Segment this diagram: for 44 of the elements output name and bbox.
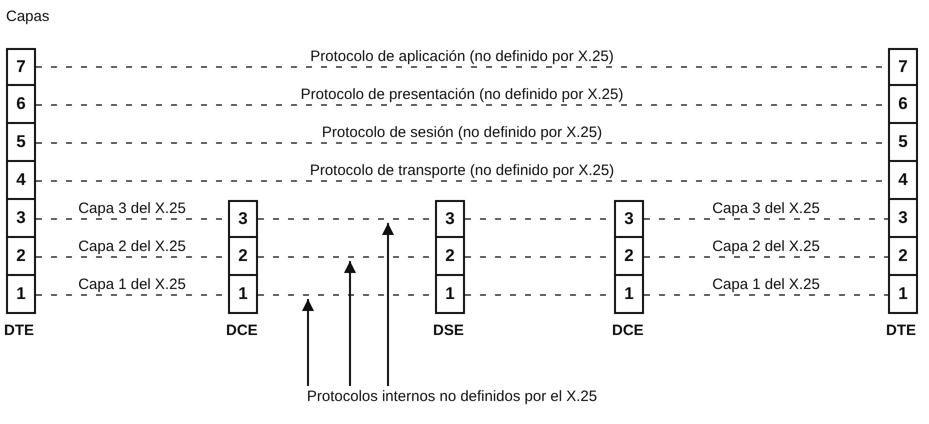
layer-box: 2 <box>6 238 36 276</box>
dashed-line <box>644 218 888 220</box>
layer-box: 3 <box>6 200 36 238</box>
layer-box: 2 <box>614 238 644 276</box>
layer-box: 3 <box>228 200 258 238</box>
edge-label: Protocolo de aplicación (no definido por X.25) <box>308 48 616 65</box>
layer-box: 6 <box>888 86 918 124</box>
annotation-text: Protocolos internos no definidos por el X.25 <box>292 386 612 406</box>
layer-box: 5 <box>888 124 918 162</box>
layer-box: 4 <box>6 162 36 200</box>
device-label: DCE <box>226 322 258 339</box>
layer-box: 1 <box>6 276 36 314</box>
layer-box: 2 <box>888 238 918 276</box>
layer-box: 3 <box>888 200 918 238</box>
device-label: DTE <box>886 322 916 339</box>
layer-box: 6 <box>6 86 36 124</box>
layer-box: 2 <box>435 238 465 276</box>
edge-label: Capa 1 del X.25 <box>76 276 188 293</box>
layer-box: 1 <box>228 276 258 314</box>
edge-label: Capa 3 del X.25 <box>76 200 188 217</box>
arrow <box>302 299 314 386</box>
dashed-line <box>644 294 888 296</box>
layer-box: 1 <box>435 276 465 314</box>
column-heading: Capas <box>6 8 50 25</box>
arrow <box>382 223 394 386</box>
device-label: DCE <box>612 322 644 339</box>
layer-box: 4 <box>888 162 918 200</box>
edge-label: Protocolo de presentación (no definido por X.25) <box>298 86 626 103</box>
edge-label: Capa 1 del X.25 <box>710 276 822 293</box>
layer-box: 1 <box>888 276 918 314</box>
layer-box: 2 <box>228 238 258 276</box>
device-label: DTE <box>4 322 34 339</box>
layer-box: 3 <box>614 200 644 238</box>
layer-box: 7 <box>6 48 36 86</box>
layer-box: 5 <box>6 124 36 162</box>
arrow <box>344 261 356 386</box>
device-label: DSE <box>433 322 464 339</box>
layer-box: 3 <box>435 200 465 238</box>
layer-box: 1 <box>614 276 644 314</box>
edge-label: Capa 2 del X.25 <box>76 238 188 255</box>
edge-label: Capa 3 del X.25 <box>710 200 822 217</box>
edge-label: Capa 2 del X.25 <box>710 238 822 255</box>
dashed-line <box>644 256 888 258</box>
layer-box: 7 <box>888 48 918 86</box>
